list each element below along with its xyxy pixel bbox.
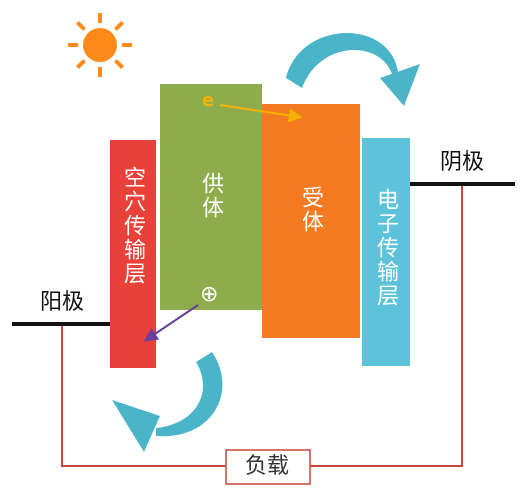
anode-label: 阳极 xyxy=(40,290,85,315)
load-label: 负载 xyxy=(245,454,290,479)
hole-transfer-arrow xyxy=(143,304,199,342)
acceptor-layer xyxy=(262,104,360,338)
electron-transport-layer xyxy=(362,138,410,366)
acceptor-layer-label: 受体 xyxy=(298,186,323,234)
cathode-label: 阴极 xyxy=(440,150,485,175)
load-box xyxy=(225,449,311,485)
electron-transfer-arrow xyxy=(219,104,303,123)
bottom-flow-arrow-icon xyxy=(112,352,223,452)
hole-transport-layer-label: 空穴传输层 xyxy=(120,166,145,286)
donor-layer-label: 供体 xyxy=(198,172,223,220)
electron-symbol: e xyxy=(202,90,215,111)
electron-transport-layer-label: 电子传输层 xyxy=(373,188,398,308)
hole-symbol: ⊕ xyxy=(200,282,219,307)
sun-icon xyxy=(68,13,132,77)
top-flow-arrow-icon xyxy=(286,32,420,106)
donor-layer xyxy=(160,84,262,310)
